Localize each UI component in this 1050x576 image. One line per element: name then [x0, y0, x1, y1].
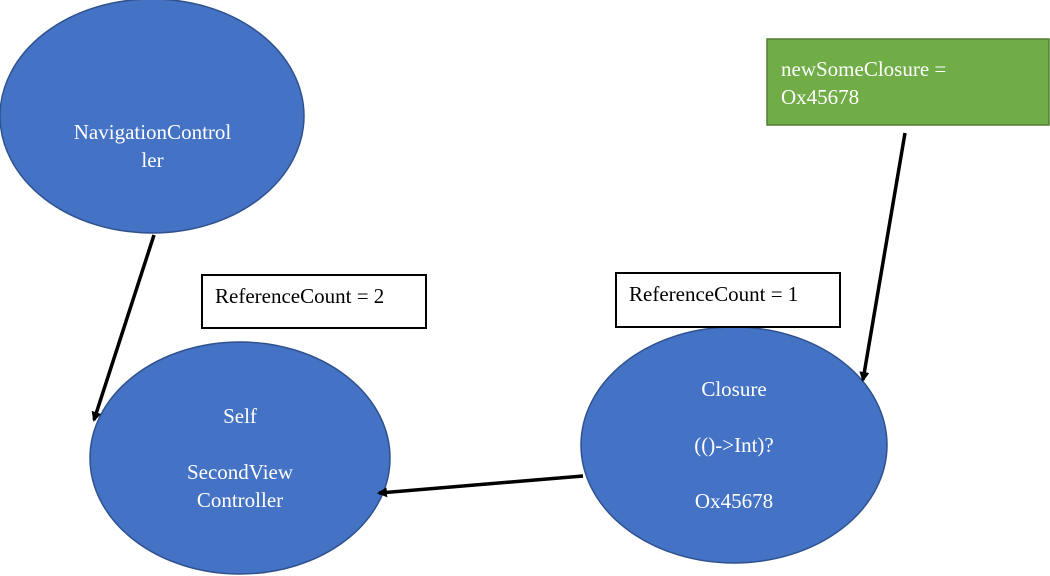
self-reference-count-box: ReferenceCount = 2 — [201, 274, 427, 329]
variable-box: newSomeClosure = Ox45678 — [767, 39, 1049, 125]
closure-line-1: Closure — [701, 377, 767, 401]
closure-reference-count-box: ReferenceCount = 1 — [615, 272, 841, 328]
navigation-controller-label: NavigationControl ler — [40, 118, 265, 174]
variable-to-closure-arrow — [859, 132, 907, 382]
navigation-controller-line-1: NavigationControl — [73, 120, 232, 144]
nav-to-self-arrow — [91, 234, 156, 422]
self-line-1: Self — [223, 404, 257, 428]
self-line-2: SecondView — [186, 460, 294, 484]
closure-line-3: Ox45678 — [694, 489, 774, 513]
closure-spacer-2 — [634, 459, 834, 487]
self-spacer — [140, 430, 340, 458]
variable-line-2: Ox45678 — [781, 85, 860, 109]
navigation-controller-node — [0, 0, 305, 234]
variable-line-1: newSomeClosure = — [781, 57, 947, 81]
closure-reference-count-text: ReferenceCount = 1 — [629, 282, 799, 306]
closure-label: Closure (()->Int)? Ox45678 — [634, 375, 834, 515]
self-reference-count-text: ReferenceCount = 2 — [215, 284, 385, 308]
self-label: Self SecondView Controller — [140, 402, 340, 514]
closure-line-2: (()->Int)? — [694, 433, 774, 457]
variable-box-background — [766, 38, 1050, 126]
navigation-controller-line-2: ler — [141, 148, 164, 172]
closure-spacer-1 — [634, 403, 834, 431]
closure-to-self-arrow — [377, 474, 584, 498]
self-node — [89, 341, 391, 575]
self-line-3: Controller — [196, 488, 284, 512]
